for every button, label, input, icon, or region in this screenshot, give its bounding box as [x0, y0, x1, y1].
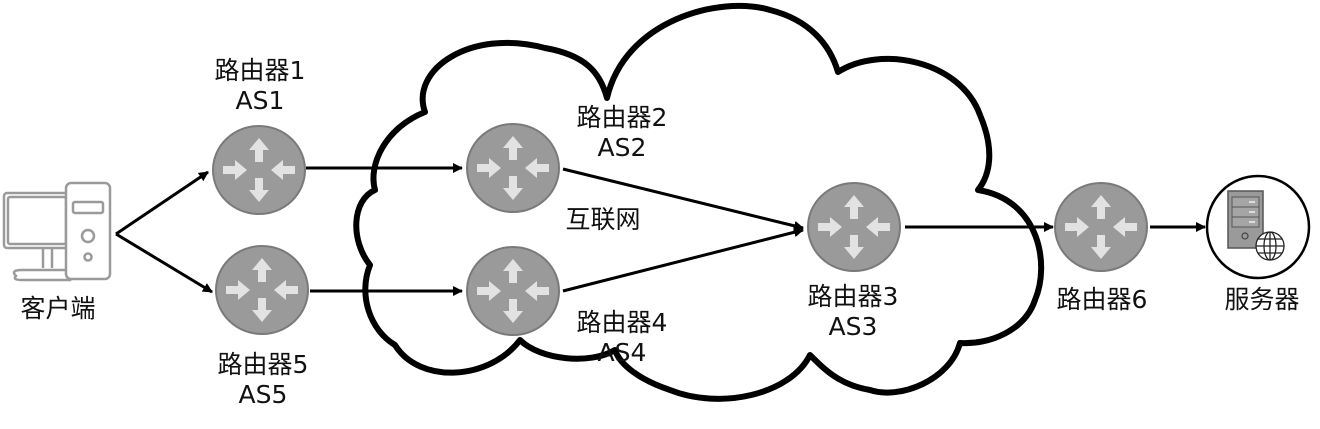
router-6-icon: [1054, 182, 1148, 272]
router-3-as: AS3: [828, 312, 878, 341]
router-6-label: 路由器6: [1057, 285, 1148, 315]
router-5-as: AS5: [238, 380, 288, 409]
client-label: 客户端: [20, 294, 96, 323]
router-5-label: 路由器5 AS5: [218, 350, 309, 410]
router-3-label: 路由器3 AS3: [808, 282, 899, 342]
router-4-label: 路由器4 AS4: [577, 308, 668, 368]
edge-client-r5: [115, 232, 213, 294]
router-4-icon: [466, 246, 560, 336]
edge-r2-r3: [562, 167, 804, 231]
router-5-name: 路由器5: [217, 350, 309, 379]
router-1-name: 路由器1: [214, 56, 306, 85]
desktop-computer-icon: [2, 181, 112, 282]
router-6-name: 路由器6: [1056, 285, 1148, 314]
router-3-icon: [807, 182, 901, 272]
server-label: 服务器: [1224, 285, 1300, 314]
edges: [115, 163, 1206, 296]
router-4-name: 路由器4: [576, 308, 668, 337]
router-5-icon: [215, 245, 309, 335]
router-1-as: AS1: [235, 86, 285, 115]
router-1-label: 路由器1 AS1: [215, 56, 306, 116]
router-2-as: AS2: [597, 133, 647, 162]
router-3-name: 路由器3: [807, 282, 899, 311]
edge-r4-r3: [562, 227, 804, 293]
router-2-icon: [466, 123, 560, 213]
router-2-name: 路由器2: [576, 103, 668, 132]
edge-client-r1: [115, 170, 209, 236]
router-1-icon: [212, 125, 306, 215]
internet-cloud-icon: [353, 2, 1045, 402]
router-4-as: AS4: [597, 338, 647, 367]
globe-icon: [1255, 231, 1285, 261]
router-2-label: 路由器2 AS2: [577, 103, 668, 163]
web-server-icon: [1205, 174, 1311, 280]
internet-label: 互联网: [565, 205, 641, 234]
